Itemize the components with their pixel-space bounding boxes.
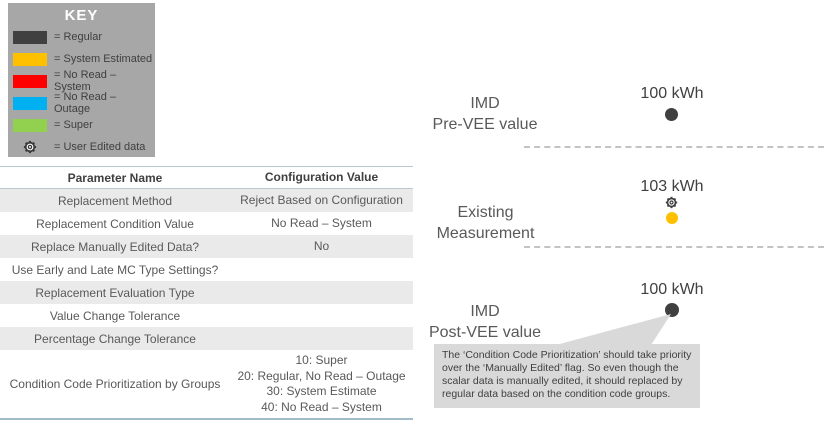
callout-pointer [556, 314, 671, 345]
parameter-name: Condition Code Prioritization by Groups [9, 377, 221, 392]
key-title: KEY [64, 7, 99, 24]
table-row: Replace Manually Edited Data? No [0, 235, 413, 258]
parameter-table: Parameter Name Configuration Value Repla… [0, 166, 413, 421]
section-label-imd-post-vee: IMD Post-VEE value [428, 303, 542, 342]
key-rows: = Regular = System Estimated = No Read –… [8, 26, 155, 158]
section-label-existing-measurement: Existing Measurement [436, 204, 535, 243]
table-row: Replacement Condition Value No Read – Sy… [0, 212, 413, 235]
column-header-configuration-value: Configuration Value [264, 169, 379, 184]
no-read-outage-swatch [13, 96, 47, 110]
configuration-value: No [313, 238, 330, 253]
table-row: Percentage Change Tolerance [0, 327, 413, 350]
callout-note: The ‘Condition Code Prioritization’ shou… [434, 344, 700, 408]
section-divider-dashed [524, 146, 824, 148]
system-estimated-swatch [13, 52, 47, 66]
key-item-label: = System Estimated [54, 53, 153, 65]
pre-vee-data-dot [665, 108, 678, 121]
gear-icon [665, 196, 678, 214]
no-read-system-swatch [13, 74, 47, 88]
parameter-name: Replacement Evaluation Type [35, 285, 195, 300]
configuration-value: 10: Super 20: Regular, No Read – Outage … [237, 353, 406, 414]
parameter-name: Use Early and Late MC Type Settings? [11, 262, 219, 277]
table-row: Value Change Tolerance [0, 304, 413, 327]
key-item-label: = Super [54, 119, 93, 131]
section-divider-dashed [524, 246, 824, 248]
key-item-label: = Regular [54, 31, 103, 43]
key-item-no-read-system: = No Read – System [8, 69, 155, 93]
key-legend: KEY = Regular = System Estimated = No Re… [8, 3, 155, 157]
configuration-value: Reject Based on Configuration [240, 192, 403, 207]
existing-measurement-value: 103 kWh [640, 178, 704, 195]
parameter-name: Percentage Change Tolerance [34, 331, 196, 346]
column-header-parameter-name: Parameter Name [67, 170, 163, 185]
table-row: Replacement Method Reject Based on Confi… [0, 189, 413, 212]
key-item-super: = Super [8, 114, 155, 136]
table-row: Use Early and Late MC Type Settings? [0, 258, 413, 281]
pre-vee-value: 100 kWh [640, 85, 704, 102]
table-row: Replacement Evaluation Type [0, 281, 413, 304]
post-vee-data-dot [665, 303, 679, 317]
key-item-label: = No Read – Outage [54, 91, 117, 115]
configuration-value: No Read – System [271, 215, 372, 230]
key-item-regular: = Regular [8, 26, 155, 48]
existing-measurement-data-dot [666, 212, 678, 224]
table-row: Condition Code Prioritization by Groups … [0, 350, 413, 418]
key-item-no-read-outage: = No Read – Outage [8, 91, 155, 115]
parameter-name: Replace Manually Edited Data? [30, 239, 200, 254]
key-item-label: = No Read – System [54, 69, 117, 93]
key-item-user-edited: = User Edited data [8, 136, 155, 158]
regular-swatch [13, 30, 47, 44]
gear-icon [13, 140, 47, 154]
parameter-name: Replacement Condition Value [36, 216, 194, 231]
parameter-name: Value Change Tolerance [49, 308, 181, 323]
post-vee-value: 100 kWh [640, 281, 704, 298]
parameter-name: Replacement Method [57, 193, 173, 208]
key-item-label: = User Edited data [54, 141, 146, 153]
table-header-row: Parameter Name Configuration Value [0, 167, 413, 189]
section-label-imd-pre-vee: IMD Pre-VEE value [432, 95, 538, 134]
key-item-system-estimated: = System Estimated [8, 48, 155, 70]
super-swatch [13, 118, 47, 132]
